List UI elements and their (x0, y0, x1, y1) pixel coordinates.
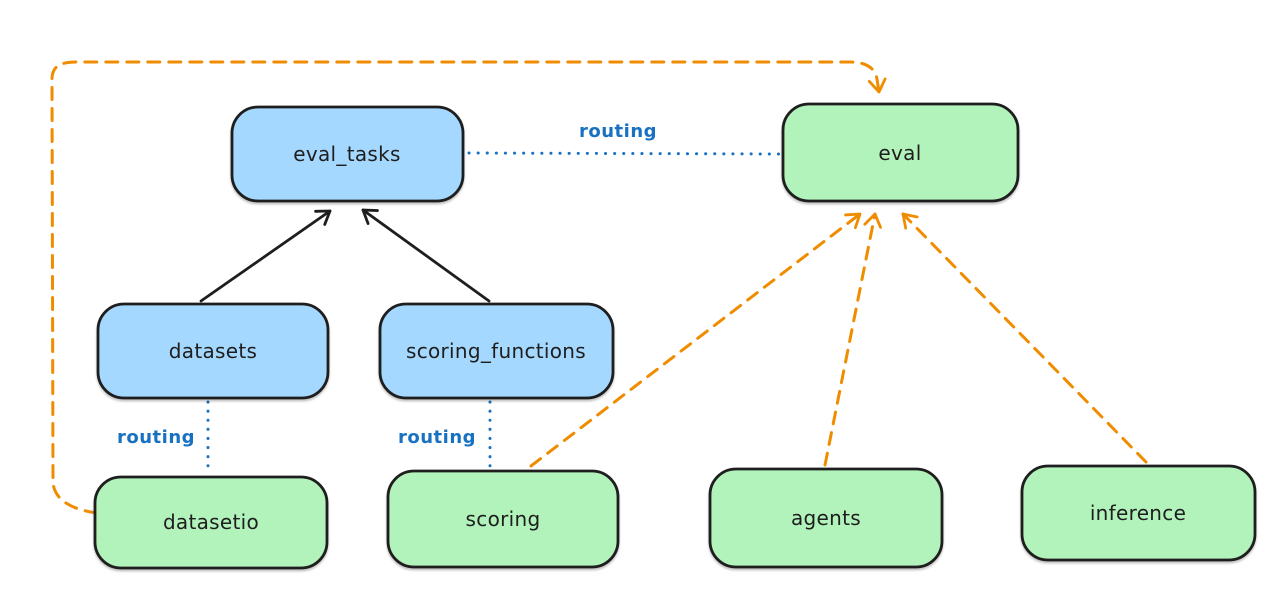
node-datasets: datasets (96, 302, 330, 400)
edge-inference-to-eval (901, 212, 1148, 464)
edge-eval-tasks-to-eval-routing (467, 151, 781, 156)
edge-scoring-to-eval (529, 212, 862, 468)
node-scoring-functions-box (378, 302, 615, 400)
node-datasetio-label: datasetio (163, 510, 259, 534)
node-agents: agents (708, 467, 944, 569)
edge-datasets-to-eval-tasks (199, 209, 332, 303)
edge-datasetio-to-eval (50, 60, 887, 515)
node-eval-tasks: eval_tasks (230, 105, 465, 203)
node-agents-label: agents (791, 506, 861, 530)
node-eval: eval (781, 102, 1020, 203)
node-eval-tasks-label: eval_tasks (293, 142, 400, 166)
node-datasetio-box (93, 475, 329, 570)
node-agents-box (708, 467, 944, 569)
node-eval-tasks-box (230, 105, 465, 203)
edge-scoring-functions-to-eval-tasks (361, 208, 491, 303)
node-datasetio: datasetio (93, 475, 329, 570)
node-scoring-functions: scoring_functions (378, 302, 615, 400)
routing-label-datasets-datasetio: routing (117, 427, 195, 448)
node-scoring: scoring (386, 469, 620, 569)
node-inference-box (1020, 464, 1257, 562)
node-scoring-box (386, 469, 620, 569)
node-inference-label: inference (1090, 501, 1186, 525)
node-inference: inference (1020, 464, 1257, 562)
node-datasets-label: datasets (169, 339, 257, 363)
node-eval-label: eval (878, 141, 921, 165)
edge-agents-to-eval (823, 212, 882, 467)
node-datasets-box (96, 302, 330, 400)
routing-label-scoring-functions-scoring: routing (398, 427, 476, 448)
routing-label-eval-tasks-eval: routing (579, 121, 657, 142)
node-eval-box (781, 102, 1020, 203)
node-scoring-functions-label: scoring_functions (406, 339, 586, 363)
node-scoring-label: scoring (466, 507, 541, 531)
